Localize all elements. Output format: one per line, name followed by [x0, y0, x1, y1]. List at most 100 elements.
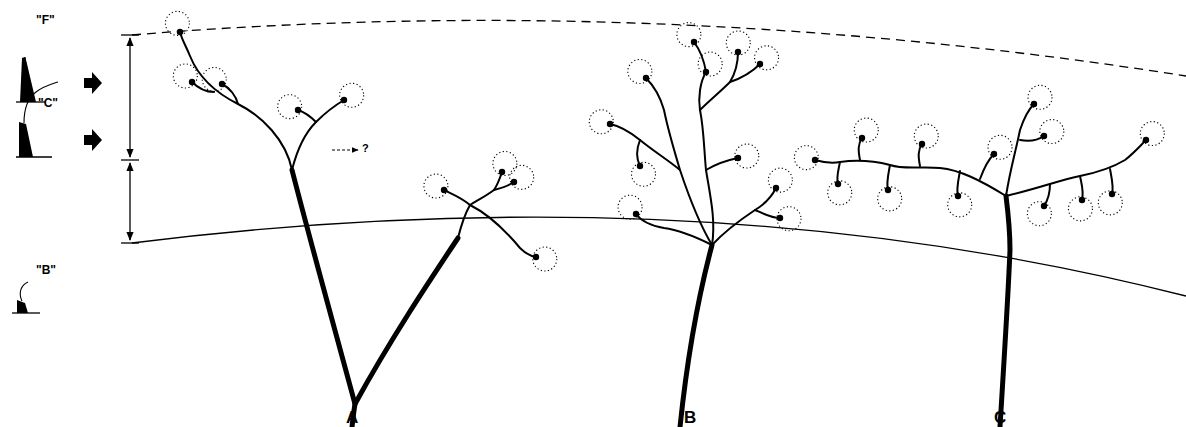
- axon-branch: [859, 138, 862, 160]
- terminal-bouton: [885, 187, 891, 193]
- terminal-field: [202, 67, 226, 91]
- terminal-bouton: [1143, 137, 1149, 143]
- axon-branch: [1020, 136, 1044, 141]
- terminal-bouton: [295, 107, 301, 113]
- terminal-bouton: [991, 151, 997, 157]
- terminal-bouton: [1079, 197, 1085, 203]
- terminal-bouton: [1031, 101, 1037, 107]
- terminal-field: [794, 146, 818, 170]
- axon-branch: [180, 32, 292, 170]
- terminal-bouton: [757, 61, 763, 67]
- pointer-arrow: [84, 72, 102, 94]
- axon-trunk: [680, 245, 712, 427]
- terminal-bouton: [835, 181, 841, 187]
- terminal-field: [768, 168, 792, 192]
- tick: [121, 34, 139, 35]
- terminal-bouton: [703, 69, 709, 75]
- tick: [121, 242, 139, 243]
- terminal-field: [1027, 202, 1051, 226]
- axon-branch: [815, 160, 1006, 196]
- axon-branch: [1110, 169, 1113, 194]
- terminal-bouton: [919, 141, 925, 147]
- terminal-field: [948, 193, 972, 217]
- layer-boundary-dashed: [132, 20, 1186, 76]
- terminal-bouton: [1041, 203, 1047, 209]
- tick: [121, 159, 139, 160]
- terminal-field: [878, 187, 902, 211]
- depth-range-arrow: [129, 38, 130, 157]
- axon-branch: [706, 158, 738, 170]
- terminal-field: [988, 135, 1012, 159]
- terminal-field: [1028, 85, 1052, 109]
- terminal-bouton: [1041, 133, 1047, 139]
- terminal-field: [1140, 122, 1164, 146]
- axon-branch: [222, 84, 238, 104]
- terminal-bouton: [499, 169, 505, 175]
- terminal-field: [677, 23, 701, 47]
- terminal-bouton: [607, 121, 613, 127]
- terminal-field: [533, 247, 557, 271]
- terminal-field: [618, 195, 642, 219]
- terminal-field: [493, 151, 517, 175]
- axon-trunk: [292, 170, 355, 427]
- terminal-bouton: [812, 157, 818, 163]
- waveform-icon: [16, 82, 58, 157]
- response-label: "F": [36, 14, 55, 26]
- axon-branch: [1006, 104, 1034, 196]
- axon-trunk: [1000, 196, 1010, 427]
- terminal-bouton: [691, 39, 697, 45]
- terminal-field: [173, 64, 197, 88]
- waveform-icon: [16, 57, 46, 102]
- axon-branch: [494, 182, 514, 190]
- terminal-bouton: [643, 75, 649, 81]
- terminal-bouton: [441, 187, 447, 193]
- pointer-arrow: [84, 129, 102, 151]
- axon-branch: [712, 188, 776, 245]
- terminal-bouton: [1109, 191, 1115, 197]
- axon-branch: [637, 140, 640, 166]
- response-label: "C": [38, 97, 58, 109]
- terminal-field: [340, 83, 364, 107]
- axon-branch: [699, 72, 713, 245]
- axon-branch: [755, 210, 780, 218]
- terminal-bouton: [633, 211, 639, 217]
- terminal-bouton: [189, 79, 195, 85]
- terminal-field: [165, 11, 189, 35]
- axon-branch: [646, 78, 712, 245]
- query-mark: ?: [362, 143, 369, 154]
- axon-branch: [298, 110, 316, 122]
- axon-branch: [730, 64, 760, 82]
- axon-trunk: [355, 238, 458, 404]
- axon-arbors: [165, 11, 1164, 427]
- terminal-field: [777, 207, 801, 231]
- response-label: "B": [36, 264, 56, 276]
- terminal-field: [755, 46, 779, 70]
- axon-branch: [292, 100, 344, 170]
- terminal-field: [628, 59, 652, 83]
- terminal-bouton: [511, 179, 517, 185]
- terminal-bouton: [533, 254, 539, 260]
- panel-letter: A: [346, 409, 358, 426]
- terminal-field: [589, 110, 613, 134]
- dashed-arrow: [332, 150, 358, 151]
- depth-range-arrow: [129, 163, 130, 240]
- terminal-field: [854, 118, 878, 142]
- terminal-bouton: [773, 185, 779, 191]
- axon-branch: [636, 214, 712, 245]
- axon-branch: [1006, 140, 1146, 196]
- terminal-field: [510, 165, 534, 189]
- terminal-bouton: [177, 29, 183, 35]
- terminal-bouton: [637, 163, 643, 169]
- terminal-bouton: [341, 97, 347, 103]
- terminal-field: [914, 124, 938, 148]
- terminal-bouton: [735, 155, 741, 161]
- axon-branch: [610, 124, 680, 170]
- terminal-field: [1098, 191, 1122, 215]
- terminal-field: [1068, 197, 1092, 221]
- terminal-field: [828, 181, 852, 205]
- terminal-field: [1040, 120, 1064, 144]
- axon-branch: [470, 205, 536, 257]
- axon-branch: [444, 190, 470, 205]
- axon-branch: [1080, 176, 1083, 200]
